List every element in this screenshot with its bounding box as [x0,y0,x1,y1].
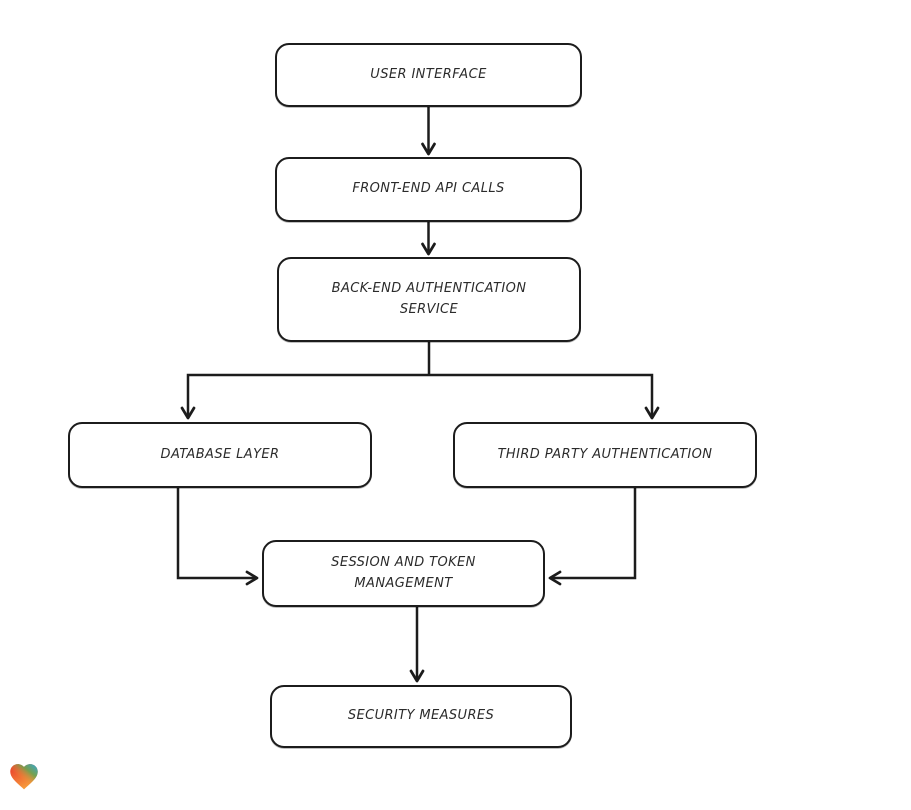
heart-gradient-icon [10,764,38,790]
node-security-measures: SECURITY MEASURES [270,685,572,748]
node-database-layer: DATABASE LAYER [68,422,372,488]
edge-thirdparty-to-session [548,488,637,586]
edge-backend-to-thirdparty [429,373,660,420]
edge-backend-to-database [180,373,429,420]
node-third-party-authentication: THIRD PARTY AUTHENTICATION [453,422,757,488]
node-session-and-token-management: SESSION AND TOKEN MANAGEMENT [262,540,545,607]
node-user-interface: USER INTERFACE [275,43,582,107]
node-front-end-api-calls: FRONT-END API CALLS [275,157,582,222]
node-back-end-authentication-service: BACK-END AUTHENTICATION SERVICE [277,257,581,342]
edge-database-to-session [176,488,259,586]
